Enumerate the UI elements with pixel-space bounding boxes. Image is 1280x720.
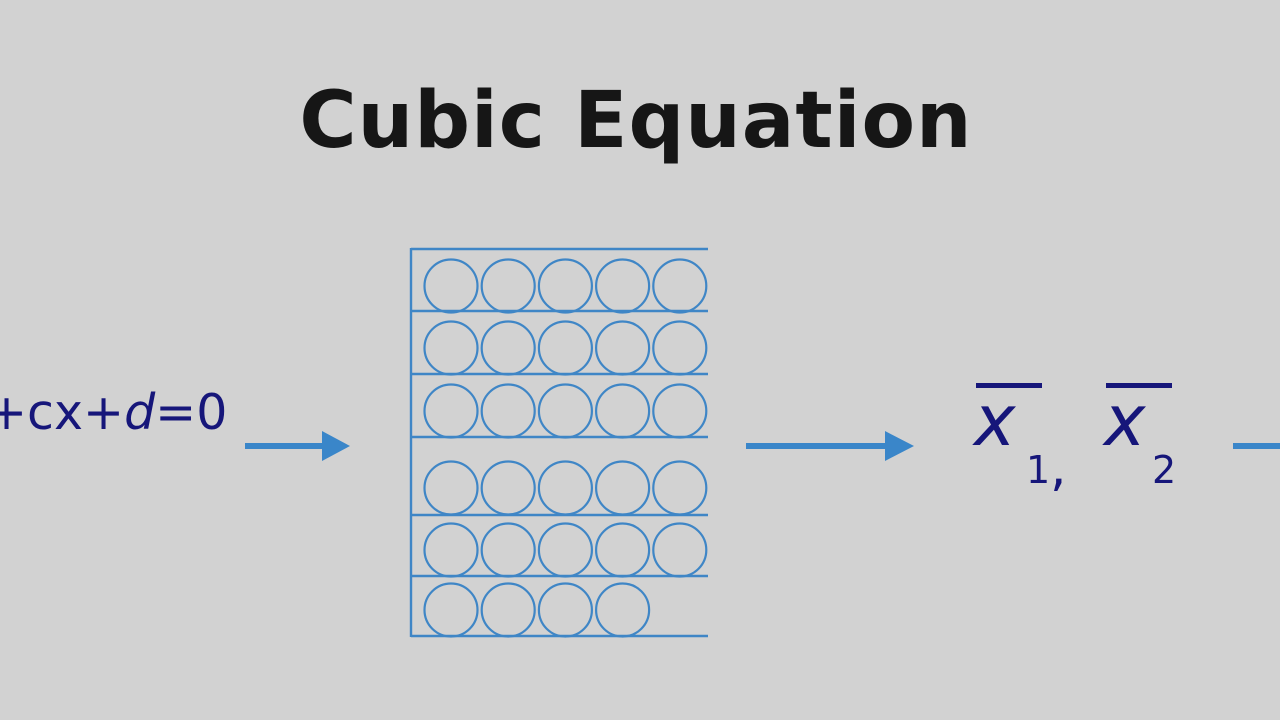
grid-circle-r1-c5	[652, 258, 708, 314]
grid-circle-r2-c4	[594, 320, 651, 376]
grid-circle-r3-c2	[480, 383, 536, 439]
grid-circle-r3-c5	[652, 383, 708, 439]
page-title: Cubic Equation	[299, 76, 973, 166]
overline-bar	[976, 383, 1042, 388]
grid-circle-r2-c1	[423, 320, 479, 376]
overline-bar	[1106, 383, 1172, 388]
cubic-equation-text: +cx+d=0	[0, 388, 227, 437]
grid-circle-r1-c1	[423, 258, 479, 314]
grid-circle-r6-c2	[480, 582, 536, 638]
grid-circle-r2-c5	[652, 320, 708, 376]
circle-grid-table	[409, 247, 708, 638]
grid-circle-r4-c1	[423, 460, 479, 516]
grid-circle-r4-c2	[480, 460, 536, 516]
grid-circle-r6-c4	[594, 582, 651, 638]
grid-circle-r1-c3	[537, 258, 594, 314]
grid-circle-r5-c4	[594, 522, 651, 578]
grid-circle-r2-c3	[537, 320, 594, 376]
grid-circle-r5-c5	[652, 522, 708, 578]
root-1-subscript: 1	[1026, 448, 1051, 492]
grid-circle-r2-c2	[480, 320, 536, 376]
roots-output: x 1 , x 2	[974, 372, 1194, 502]
grid-circle-r5-c3	[537, 522, 594, 578]
grid-circle-r3-c3	[537, 383, 594, 439]
root-1-symbol: x	[974, 380, 1016, 462]
grid-circle-r4-c5	[652, 460, 708, 516]
root-2-subscript: 2	[1152, 448, 1177, 492]
arrow-to-grid	[245, 431, 350, 461]
grid-circle-r3-c4	[594, 383, 651, 439]
grid-circle-r6-c3	[537, 582, 594, 638]
root-2-symbol: x	[1104, 380, 1146, 462]
grid-circle-r4-c4	[594, 460, 651, 516]
equation-prefix: +cx+	[0, 384, 125, 441]
arrow-to-roots	[746, 431, 914, 461]
root-separator: ,	[1050, 438, 1067, 498]
equation-suffix: =0	[155, 384, 228, 441]
grid-circle-r6-c1	[423, 582, 479, 638]
grid-circle-r1-c4	[594, 258, 651, 314]
grid-circle-r5-c1	[423, 522, 479, 578]
grid-circle-r3-c1	[423, 383, 479, 439]
grid-circle-r1-c2	[480, 258, 536, 314]
grid-circle-r5-c2	[480, 522, 536, 578]
equation-variable-d: d	[124, 384, 156, 441]
grid-circle-r4-c3	[537, 460, 594, 516]
